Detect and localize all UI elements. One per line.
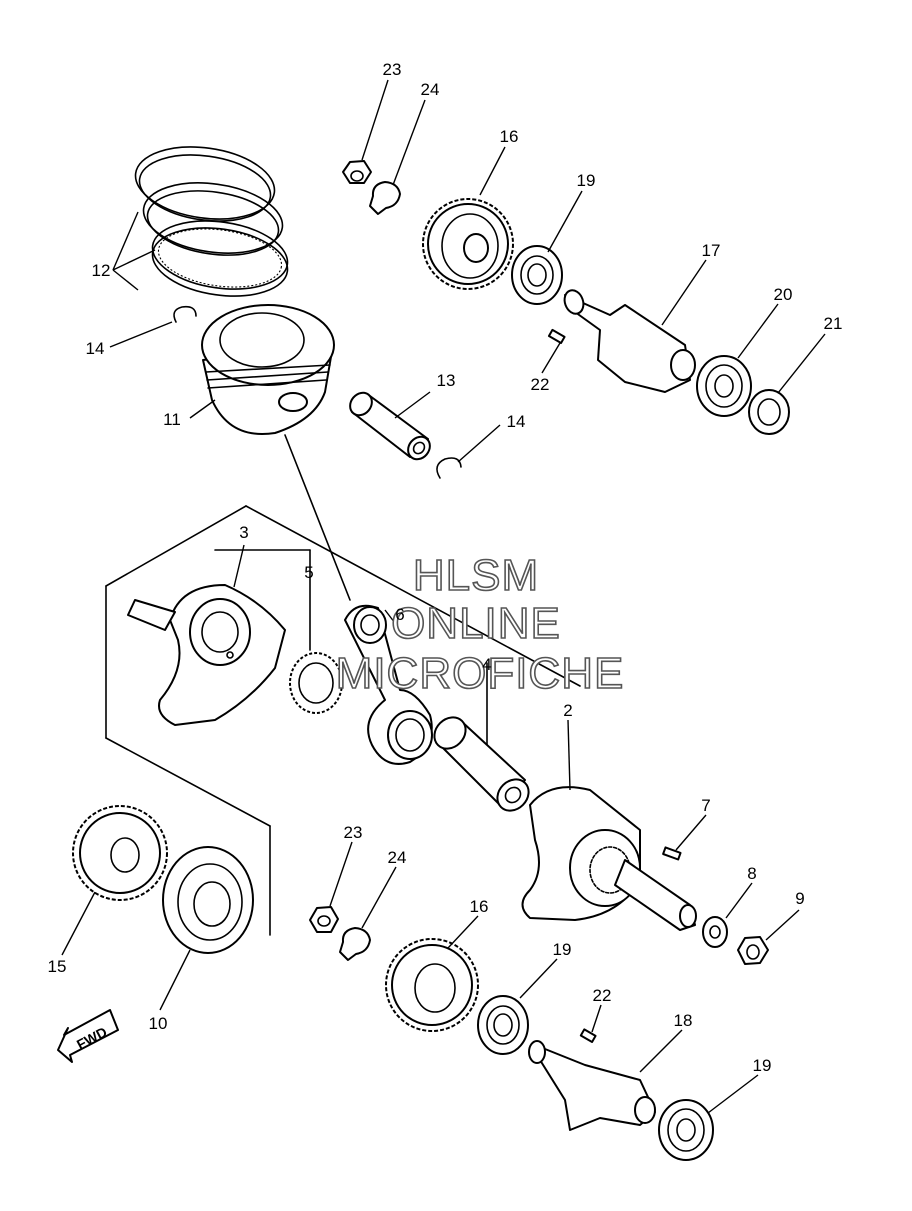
callout-3: 3: [239, 523, 248, 542]
crank-half-right: [521, 786, 769, 965]
circlip-upper: [173, 305, 197, 323]
callout-23-lower: 23: [344, 823, 363, 842]
watermark-line-2: ONLINE: [391, 599, 561, 648]
callout-22-lower: 22: [593, 986, 612, 1005]
callout-18: 18: [674, 1011, 693, 1030]
callout-20: 20: [774, 285, 793, 304]
callout-6: 6: [395, 605, 404, 624]
callout-10: 10: [149, 1014, 168, 1033]
lower-balancer-group: [309, 906, 714, 1161]
callout-24-upper: 24: [421, 80, 440, 99]
callout-16-upper: 16: [500, 127, 519, 146]
callout-4: 4: [482, 655, 491, 674]
callout-23-upper: 23: [383, 60, 402, 79]
connecting-rod: [344, 604, 433, 765]
callout-8: 8: [747, 864, 756, 883]
needle-bearing: [289, 652, 343, 714]
callout-12: 12: [92, 261, 111, 280]
crank-gear-and-bearing: [72, 805, 254, 954]
piston: [201, 304, 335, 435]
crank-frame-lines: [105, 434, 581, 936]
watermark-line-1: HLSM: [413, 551, 539, 600]
crank-half-left: [127, 584, 286, 726]
callout-14-right: 14: [507, 412, 526, 431]
callout-14-left: 14: [86, 339, 105, 358]
watermark-line-3: MICROFICHE: [336, 649, 625, 698]
callout-11: 11: [163, 410, 181, 429]
callout-2: 2: [563, 701, 572, 720]
callout-5: 5: [304, 563, 313, 582]
callout-24-lower: 24: [388, 848, 407, 867]
callout-19-mid: 19: [553, 940, 572, 959]
fwd-arrow-icon: FWD: [57, 1009, 119, 1063]
callout-13: 13: [437, 371, 456, 390]
callout-22-upper: 22: [531, 375, 550, 394]
crank-pin: [433, 716, 530, 812]
callout-19-upper: 19: [577, 171, 596, 190]
leader-lines: [61, 79, 826, 1114]
callout-19-lower: 19: [753, 1056, 772, 1075]
callout-7: 7: [701, 796, 710, 815]
callout-numbers: 23 24 16 19 17 20 21 12 14 22 11 13 14 3…: [48, 60, 843, 1075]
callout-15: 15: [48, 957, 67, 976]
watermark: HLSM ONLINE MICROFICHE: [335, 550, 625, 699]
upper-balancer-group: [342, 160, 790, 435]
circlip-right: [436, 457, 462, 479]
callout-16-lower: 16: [470, 897, 489, 916]
callout-21: 21: [824, 314, 843, 333]
callout-9: 9: [795, 889, 804, 908]
callout-17: 17: [702, 241, 721, 260]
piston-pin: [349, 391, 431, 461]
piston-rings: [134, 146, 289, 297]
